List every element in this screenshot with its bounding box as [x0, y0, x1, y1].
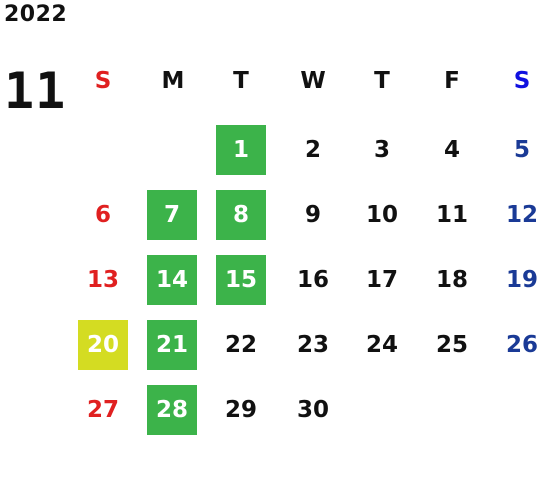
day-cell-23[interactable]: 23 — [296, 332, 329, 358]
day-cell-26[interactable]: 26 — [505, 332, 538, 358]
day-cell-8[interactable]: 8 — [216, 190, 266, 240]
day-cell-6[interactable]: 6 — [94, 202, 111, 228]
day-cell-11[interactable]: 11 — [435, 202, 468, 228]
weekday-sunday: S — [94, 68, 112, 94]
day-cell-19[interactable]: 19 — [505, 267, 538, 293]
day-cell-17[interactable]: 17 — [365, 267, 398, 293]
day-cell-14[interactable]: 14 — [147, 255, 197, 305]
day-cell-20[interactable]: 20 — [78, 320, 128, 370]
day-cell-12[interactable]: 12 — [505, 202, 538, 228]
day-cell-21[interactable]: 21 — [147, 320, 197, 370]
day-cell-30[interactable]: 30 — [296, 397, 329, 423]
day-cell-28[interactable]: 28 — [147, 385, 197, 435]
day-cell-9[interactable]: 9 — [304, 202, 321, 228]
day-cell-2[interactable]: 2 — [304, 137, 321, 163]
day-cell-25[interactable]: 25 — [435, 332, 468, 358]
day-cell-22[interactable]: 22 — [224, 332, 257, 358]
day-cell-24[interactable]: 24 — [365, 332, 398, 358]
weekday-wednesday: W — [300, 68, 326, 94]
day-cell-13[interactable]: 13 — [86, 267, 119, 293]
day-cell-27[interactable]: 27 — [86, 397, 119, 423]
day-cell-5[interactable]: 5 — [513, 137, 530, 163]
day-cell-16[interactable]: 16 — [296, 267, 329, 293]
weekday-saturday: S — [513, 68, 531, 94]
weekday-monday: M — [161, 68, 185, 94]
weekday-friday: F — [444, 68, 460, 94]
day-cell-18[interactable]: 18 — [435, 267, 468, 293]
weekday-tuesday: T — [233, 68, 249, 94]
day-cell-4[interactable]: 4 — [443, 137, 460, 163]
year-label: 2022 — [4, 2, 68, 27]
day-cell-1[interactable]: 1 — [216, 125, 266, 175]
day-cell-10[interactable]: 10 — [365, 202, 398, 228]
month-number: 11 — [4, 62, 67, 120]
day-cell-3[interactable]: 3 — [373, 137, 390, 163]
day-cell-15[interactable]: 15 — [216, 255, 266, 305]
day-cell-29[interactable]: 29 — [224, 397, 257, 423]
weekday-thursday: T — [374, 68, 390, 94]
day-cell-7[interactable]: 7 — [147, 190, 197, 240]
